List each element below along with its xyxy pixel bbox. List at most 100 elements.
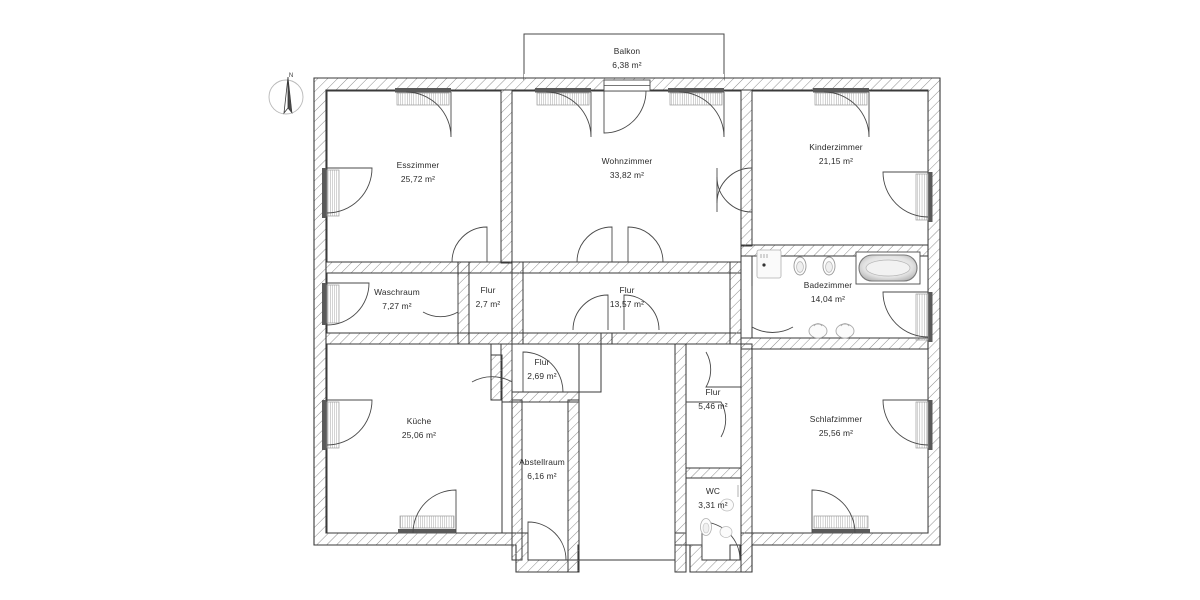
toilet-icon-1 [793,256,807,276]
door-kueche-south [412,489,457,534]
door-corridor-south-right [623,294,660,331]
door-badezimmer-west [751,286,794,333]
label-schlafzimmer-name: Schlafzimmer [810,414,863,424]
compass-north-label: N [289,73,293,79]
label-waschraum-name: Waschraum [374,287,420,297]
label-wc-area: 3,31 m² [698,500,728,510]
water-heater-vent [760,254,768,258]
door-schlafzimmer-east [882,399,929,446]
window-kueche-south [398,515,456,534]
floor-flur546 [686,344,741,468]
floor-kueche [327,344,502,533]
floor-abstellraum [522,402,568,560]
door-waschraum-west [326,282,370,326]
window-kinderzimmer-north [813,88,869,106]
windows [322,79,933,534]
bathtub-basin [865,259,911,277]
floor-wc [686,478,741,560]
door-flur269-south [522,351,564,393]
window-schlafzimmer-east [915,400,933,450]
label-flur269-name: Flur [534,357,549,367]
compass-rose: N [268,73,304,115]
label-kueche-area: 25,06 m² [402,430,436,440]
label-badezimmer-area: 14,04 m² [811,294,845,304]
room-labels: Balkon 6,38 m² Esszimmer 25,72 m² Wohnzi… [374,46,863,510]
door-balcony-swing [603,90,647,134]
door-waschraum-flur [422,277,459,318]
floor-flur27 [469,273,512,333]
floor-esszimmer [327,91,501,262]
door-kueche-west [326,399,373,446]
window-badezimmer-east [915,292,933,342]
floor-wohnzimmer [512,91,741,262]
label-wohnzimmer-name: Wohnzimmer [602,156,653,166]
window-esszimmer-west [322,168,340,218]
door-esszimmer-north [405,91,452,138]
door-swings [326,90,929,561]
door-corridor-south-left [572,294,609,331]
label-flur546-name: Flur [705,387,720,397]
label-balkon-name: Balkon [614,46,641,56]
door-flur546-north [705,351,741,388]
sink-icon-1 [808,323,828,339]
label-esszimmer-name: Esszimmer [397,160,440,170]
label-wohnzimmer-area: 33,82 m² [610,170,644,180]
floor-central-shaft [579,344,675,560]
door-kinderzimmer-north [823,91,870,138]
window-wohnzimmer-north-right [668,88,724,106]
water-heater-dial [762,263,766,267]
label-flur1357-name: Flur [619,285,634,295]
label-esszimmer-area: 25,72 m² [401,174,435,184]
wc-sink-icon [720,498,734,512]
room-balkon [523,33,725,82]
wc-toilet-icon [700,518,712,536]
door-wohnzimmer-north-left [545,91,592,138]
door-abstellraum-south [527,521,567,561]
door-schlafzimmer-south [811,489,856,534]
window-waschraum-west [322,283,340,325]
window-wohnzimmer-north-left [535,88,591,106]
label-kueche-name: Küche [407,416,432,426]
door-wohnzimmer-north-right [678,91,725,138]
window-kueche-west [322,400,340,450]
label-badezimmer-name: Badezimmer [804,280,853,290]
room-interiors [327,91,928,560]
door-wohnzimmer-corridor-right [627,226,664,263]
door-esszimmer-west [326,167,373,214]
sink-icon-2 [835,323,855,339]
door-wohnzimmer-corridor-left [576,226,613,263]
label-flur27-area: 2,7 m² [476,299,501,309]
window-schlafzimmer-south [812,515,870,534]
label-flur269-area: 2,69 m² [527,371,557,381]
floor-kinderzimmer [752,91,928,245]
label-abstellraum-name: Abstellraum [519,457,565,467]
wc-bidet-icon [719,526,733,538]
bathroom-fixtures [700,249,921,538]
label-abstellraum-area: 6,16 m² [527,471,557,481]
floor-schlafzimmer [752,349,928,533]
label-wc-name: WC [706,486,720,496]
door-esszimmer-corridor [451,226,488,263]
compass-circle [268,79,304,115]
door-kinderzimmer-east [882,171,929,218]
water-heater-icon [756,249,782,279]
door-badezimmer-east [882,291,929,338]
door-flur546-wc [686,401,727,438]
label-balkon-area: 6,38 m² [612,60,642,70]
window-kinderzimmer-east [915,172,933,222]
floor-flur1357 [523,273,730,333]
toilet-icon-2 [822,256,836,276]
label-kinderzimmer-area: 21,15 m² [819,156,853,166]
door-flur269-west [471,342,513,383]
label-kinderzimmer-name: Kinderzimmer [809,142,863,152]
window-esszimmer-north [395,88,451,106]
label-waschraum-area: 7,27 m² [382,301,412,311]
label-flur27-name: Flur [480,285,495,295]
label-flur546-area: 5,46 m² [698,401,728,411]
label-flur1357-area: 13,57 m² [610,299,644,309]
label-schlafzimmer-area: 25,56 m² [819,428,853,438]
door-kinderzimmer-west-lower [716,176,753,213]
compass-needle-west [283,76,289,115]
